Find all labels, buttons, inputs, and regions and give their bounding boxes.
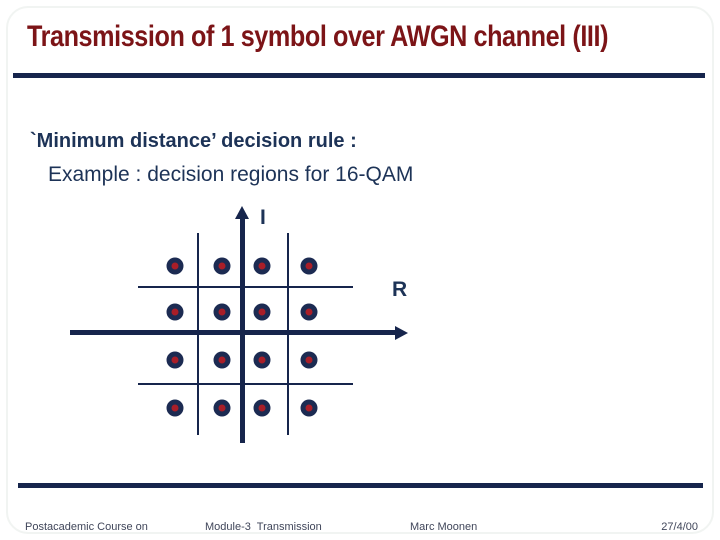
constellation-point [166,303,184,321]
footer-divider [18,483,703,488]
constellation-point [300,399,318,417]
footer-module: Module-3 Transmission Lecture-3 Transmit… [205,492,350,540]
constellation-point [300,257,318,275]
real-axis-label: R [392,278,408,301]
constellation-point [300,303,318,321]
footer-module-line1: Module-3 Transmission [205,521,322,533]
decision-boundary-horizontal-bottom [138,383,353,385]
constellation-point [166,399,184,417]
constellation-point [253,303,271,321]
footer-course: Postacademic Course on Telecommunication… [25,492,148,540]
constellation-point [213,303,231,321]
footer-date-page: 27/4/00 p. 24 [661,492,698,540]
example-subheading: Example : decision regions for 16-QAM [48,163,414,186]
constellation-point [253,399,271,417]
imaginary-axis-arrowhead-icon [235,206,249,219]
slide-title: Transmission of 1 symbol over AWGN chann… [27,20,609,53]
real-axis-arrowhead-icon [395,326,408,340]
constellation-point [166,257,184,275]
decision-boundary-horizontal-top [138,286,353,288]
imaginary-axis-label: I [260,206,266,229]
constellation-point [253,351,271,369]
constellation-point [213,399,231,417]
footer-date: 27/4/00 [661,521,698,533]
constellation-point [253,257,271,275]
constellation-point [166,351,184,369]
footer-course-line1: Postacademic Course on [25,521,148,533]
title-underline [13,73,705,78]
constellation-point [213,351,231,369]
footer-author: Marc Moonen K.U.Leuven-ESAT/SISTA [410,492,533,540]
constellation-point [213,257,231,275]
decision-rule-heading: `Minimum distance’ decision rule : [30,130,357,152]
constellation-point [300,351,318,369]
footer-author-line1: Marc Moonen [410,521,478,533]
real-axis [70,330,396,335]
